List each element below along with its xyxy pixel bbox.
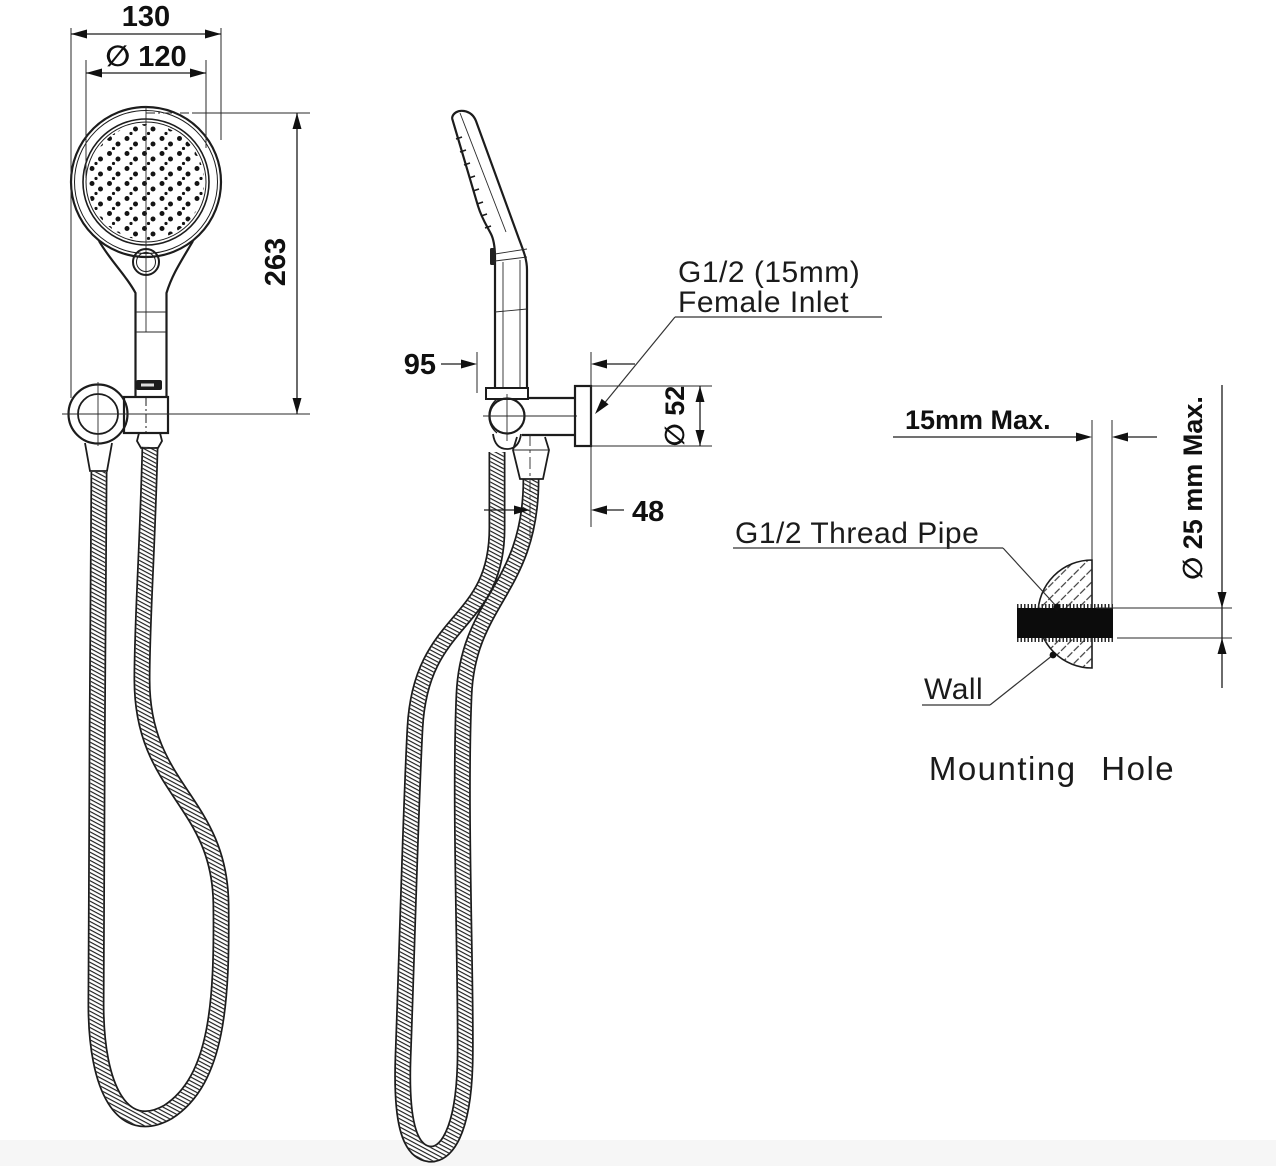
dim-48: 48 <box>484 434 664 545</box>
inlet-label-line1: G1/2 (15mm) <box>678 256 860 289</box>
front-head <box>69 105 223 332</box>
thread-pipe-callout: G1/2 Thread Pipe <box>733 517 1061 611</box>
dim-263-text: 263 <box>260 238 292 286</box>
side-view: 95 ∅ 52 48 G1/2 (15mm) Female Inlet <box>394 109 882 1163</box>
wall-flange <box>573 384 593 448</box>
dim-52: ∅ 52 <box>592 385 712 447</box>
front-hose <box>87 446 230 1128</box>
dim-130-text: 130 <box>122 1 170 33</box>
wall-callout: Wall <box>922 651 1057 706</box>
mounting-hole-detail: 15mm Max. ∅ 25 mm Max. G1/2 Thread Pipe … <box>733 385 1232 787</box>
inlet-label-line2: Female Inlet <box>678 286 849 319</box>
front-bracket <box>67 382 170 472</box>
wall-section <box>1017 420 1113 669</box>
dim-263: 263 <box>62 112 310 415</box>
dim-52-text: ∅ 52 <box>660 386 690 447</box>
dim-95-text: 95 <box>404 349 436 381</box>
dim-15mm: 15mm Max. <box>893 405 1157 442</box>
ring-connector <box>84 442 113 472</box>
front-view: 130 ∅ 120 263 <box>62 1 310 1128</box>
dim-120: ∅ 120 <box>85 41 207 178</box>
dim-130: 130 <box>70 1 222 398</box>
thread-pipe-label: G1/2 Thread Pipe <box>735 517 979 550</box>
thread-pipe <box>1017 608 1113 638</box>
leader-dot <box>1049 651 1057 659</box>
mode-button <box>132 248 160 276</box>
detail-title: Mounting Hole <box>929 750 1175 787</box>
side-hose <box>394 452 540 1163</box>
dim-48-text: 48 <box>632 496 664 528</box>
dim-15mm-text: 15mm Max. <box>905 405 1051 435</box>
hose-connector <box>136 432 163 449</box>
dim-25mm-text: ∅ 25 mm Max. <box>1178 396 1208 580</box>
dim-95: 95 <box>404 349 635 527</box>
dim-120-text: ∅ 120 <box>105 41 186 73</box>
dim-25mm: ∅ 25 mm Max. <box>1096 385 1232 688</box>
inlet-callout: G1/2 (15mm) Female Inlet <box>595 256 882 414</box>
page-bottom-band <box>0 1140 1276 1166</box>
side-spray-ticks <box>455 136 492 229</box>
front-handle <box>98 240 194 397</box>
side-brand-logo <box>490 248 495 265</box>
leader-dot <box>1053 603 1061 611</box>
wall-label: Wall <box>924 673 983 706</box>
side-head <box>450 109 529 400</box>
side-hose-connector <box>512 436 550 480</box>
